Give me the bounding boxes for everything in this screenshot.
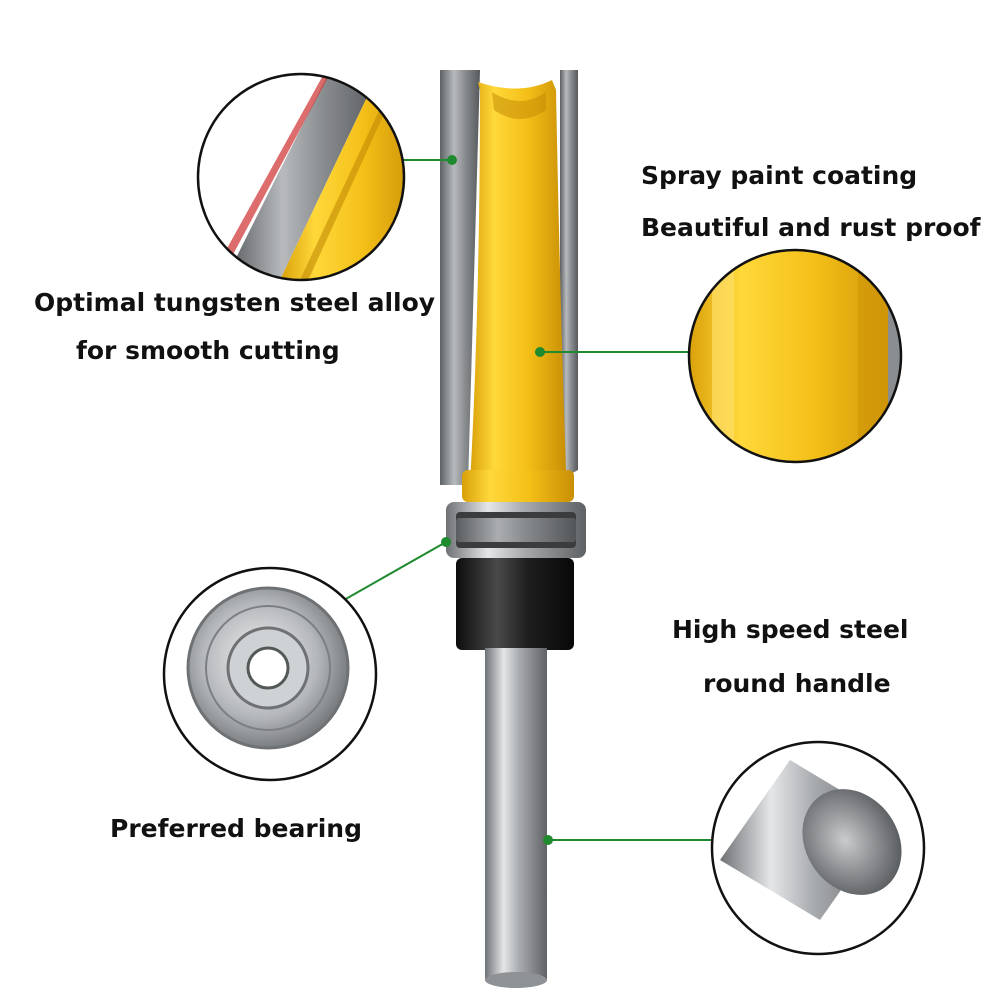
caption-preferred-bearing: Preferred bearing — [110, 814, 362, 843]
zoom-shank-end — [710, 740, 926, 956]
bearing-ring — [446, 502, 586, 558]
caption-high-speed-steel: High speed steel — [672, 615, 909, 644]
caption-spray-coating: Spray paint coating — [641, 161, 918, 190]
caption-smooth-cutting: for smooth cutting — [76, 336, 340, 365]
caption-rust-proof: Beautiful and rust proof — [641, 213, 981, 242]
zoom-yellow-coating — [687, 248, 903, 464]
caption-round-handle: round handle — [703, 669, 891, 698]
callout-lines — [343, 155, 712, 845]
steel-shank — [485, 648, 547, 988]
zoom-bearing — [162, 566, 378, 782]
zoom-blade-edge — [196, 72, 406, 282]
black-collar — [456, 558, 574, 650]
caption-tungsten-alloy: Optimal tungsten steel alloy — [34, 288, 436, 317]
yellow-coated-body — [462, 80, 574, 502]
tungsten-blade — [440, 70, 578, 485]
